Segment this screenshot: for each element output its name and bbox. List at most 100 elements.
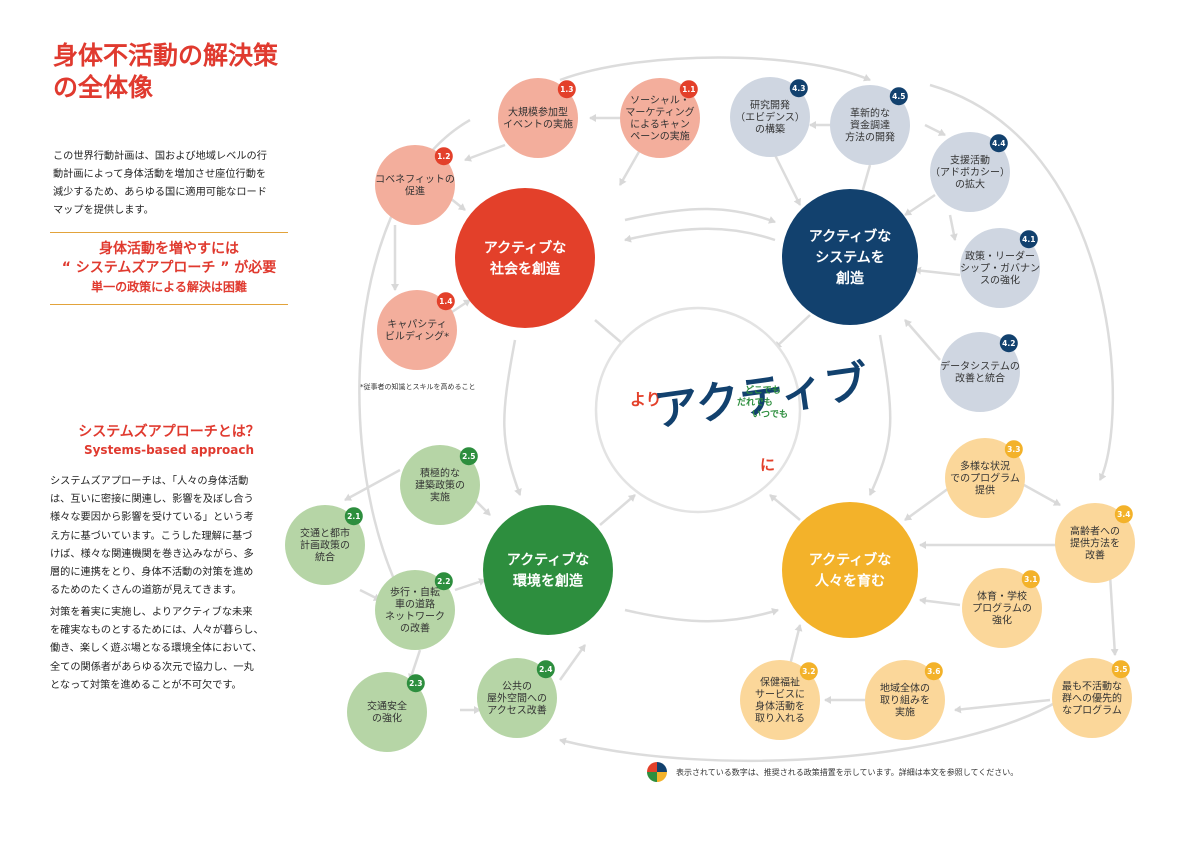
action-badge-number: 2.3 <box>409 679 422 688</box>
node-label-line: 車の道路 <box>395 598 435 611</box>
node-label-line: 改善と統合 <box>955 372 1005 385</box>
action-circle <box>945 438 1025 518</box>
footnote: *従事者の知識とスキルを高めること <box>360 383 476 391</box>
action-badge <box>789 79 808 98</box>
callout-top-divider <box>50 232 288 233</box>
logo-tagline-everyone: だれでも <box>737 397 773 408</box>
action-badge-number: 4.2 <box>1002 339 1015 348</box>
node-label-line: 方法の開発 <box>845 131 895 144</box>
node-label-line: 計画政策の <box>300 539 350 552</box>
node-label-line: システムを <box>815 250 885 266</box>
action-circle <box>960 228 1040 308</box>
node-label-line: 促進 <box>405 185 425 198</box>
action-badge-number: 2.1 <box>347 512 360 521</box>
action-badge <box>434 572 453 591</box>
node-label-line: 積極的な <box>420 467 460 480</box>
action-badge <box>1111 660 1130 679</box>
action-circle <box>830 85 910 165</box>
node-label-line: 革新的な <box>850 107 890 120</box>
action-circle <box>375 570 455 650</box>
action-badge <box>1004 440 1023 459</box>
action-badge-number: 4.5 <box>892 92 905 101</box>
node-label-line: 支援活動 <box>950 154 990 167</box>
action-badge-number: 1.3 <box>560 85 573 94</box>
action-badge <box>889 87 908 106</box>
action-badge-number: 3.3 <box>1007 445 1020 454</box>
node-label-line: 取り入れる <box>755 713 805 725</box>
node-label-line: ソーシャル・ <box>630 96 690 107</box>
callout-bottom-divider <box>50 304 288 305</box>
node-label-line: 強化 <box>992 614 1012 627</box>
node-label-line: の拡大 <box>955 178 985 191</box>
node-label-line: の構築 <box>755 123 785 136</box>
node-label-line: 歩行・自転 <box>390 586 440 599</box>
node-label-line: （アドボカシー） <box>930 167 1010 179</box>
objective-circle <box>782 502 918 638</box>
action-circle <box>1055 503 1135 583</box>
action-badge <box>989 134 1008 153</box>
logo-tagline-everywhere: どこでも <box>745 384 781 396</box>
action-badge <box>557 80 576 99</box>
callout-line-3: 単一の政策による解決は困難 <box>91 280 247 294</box>
action-circle <box>940 332 1020 412</box>
node-label-line: 提供方法を <box>1070 537 1120 550</box>
node-label-line: マーケティング <box>625 106 694 119</box>
node-label-line: 保健福祉 <box>760 676 800 689</box>
node-label-line: サービスに <box>755 689 805 701</box>
node-label-line: （エビデンス） <box>735 111 805 124</box>
logo-prefix-text: より <box>630 390 662 409</box>
node-label-line: 大規模参加型 <box>508 106 568 119</box>
action-badge-number: 2.4 <box>539 665 552 674</box>
action-badge-number: 3.6 <box>927 667 940 676</box>
action-badge-number: 3.1 <box>1024 575 1037 584</box>
action-badge-number: 3.4 <box>1117 510 1130 519</box>
node-label-line: 改善 <box>1085 549 1105 562</box>
node-label-line: 社会を創造 <box>489 261 560 278</box>
node-label-line: コベネフィットの <box>375 174 455 186</box>
action-circle <box>930 132 1010 212</box>
action-circle <box>400 445 480 525</box>
intro-paragraph: この世界行動計画は、国および地域レベルの行 動計画によって身体活動を増加させ座位… <box>53 151 267 216</box>
node-label-line: 提供 <box>975 484 995 497</box>
action-circle <box>865 660 945 740</box>
node-label-line: 創造 <box>835 270 864 287</box>
node-label-line: アクティブな <box>507 552 589 569</box>
node-label-line: ビルディング* <box>385 330 449 343</box>
node-label-line: 人々を育む <box>815 573 885 590</box>
action-badge-number: 2.5 <box>462 452 475 461</box>
node-label-line: 地域全体の <box>880 682 930 695</box>
action-badge <box>436 292 455 311</box>
action-circle <box>962 568 1042 648</box>
node-label-line: データシステムの <box>940 360 1020 373</box>
action-circle <box>347 672 427 752</box>
node-label-line: の強化 <box>372 712 402 725</box>
node-label-line: 身体活動を <box>755 700 805 713</box>
node-label-line: 政策・リーダー <box>965 250 1035 263</box>
objective-circle <box>455 188 595 328</box>
action-badge <box>459 447 478 466</box>
callout-line-1: 身体活動を増やすには <box>99 241 239 257</box>
node-label-line: 実施 <box>895 706 915 719</box>
node-label-line: キャパシティ <box>387 319 446 331</box>
node-label-line: 環境を創造 <box>513 573 583 590</box>
